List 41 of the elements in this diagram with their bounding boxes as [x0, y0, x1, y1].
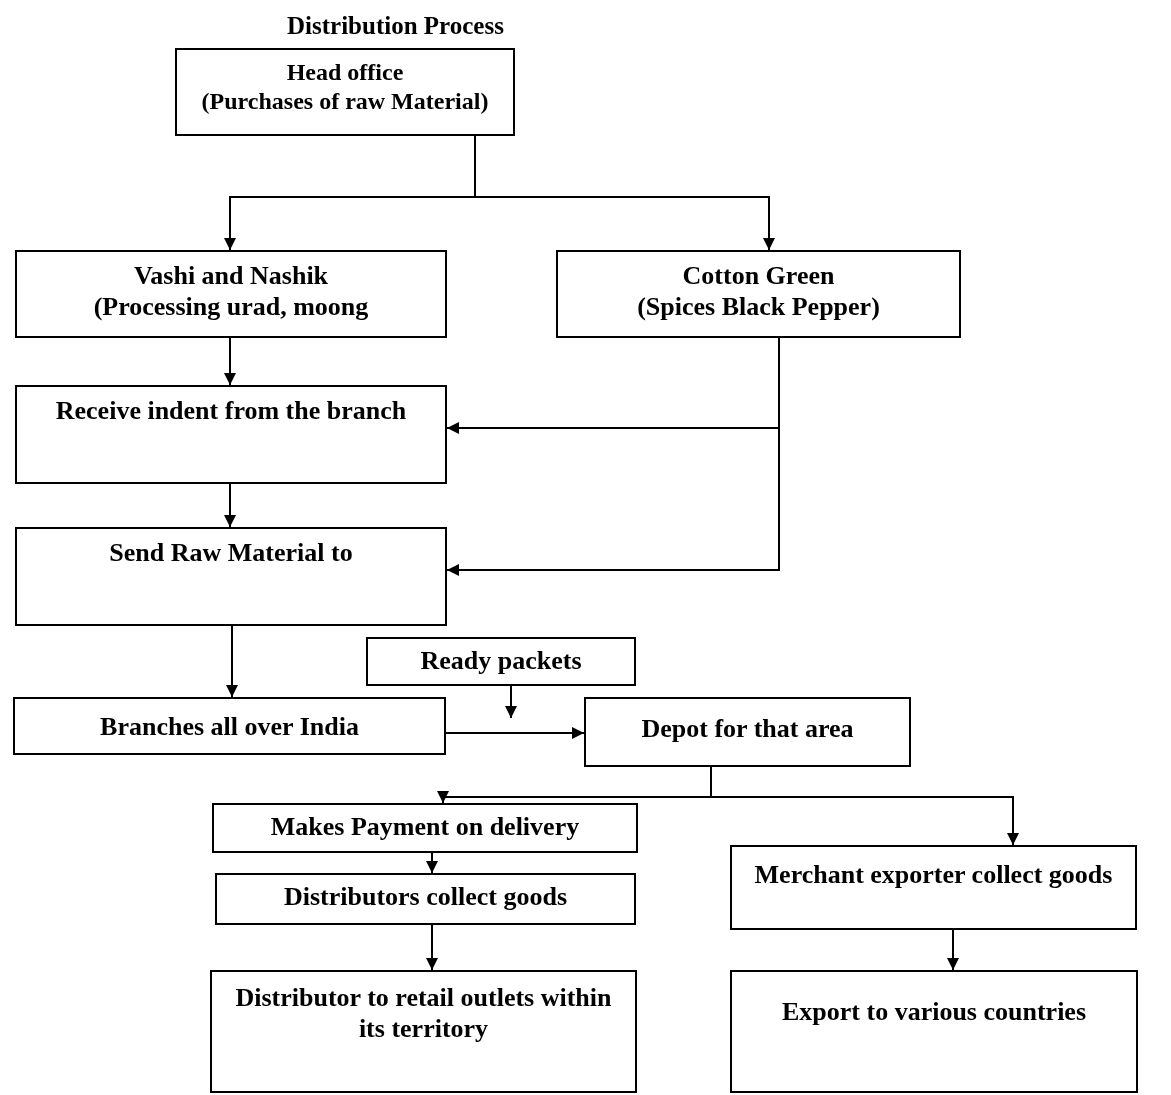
- box-text: Distributors collect goods: [283, 881, 568, 913]
- box-text: Makes Payment on delivery: [270, 811, 580, 843]
- diagram-title: Distribution Process: [287, 12, 504, 40]
- process-box: [15, 250, 447, 338]
- box-text: Head office: [286, 58, 404, 87]
- process-box: [366, 637, 636, 686]
- box-text: (Spices Black Pepper): [637, 291, 880, 323]
- box-text: Export to various countries: [781, 996, 1086, 1028]
- box-text: (Processing urad, moong: [93, 291, 369, 323]
- process-box: [730, 845, 1137, 930]
- arrow: [710, 766, 1019, 846]
- arrow: [947, 929, 959, 971]
- box-text: (Purchases of raw Material): [201, 86, 489, 116]
- box-text: Ready packets: [420, 645, 582, 677]
- process-box: [13, 697, 446, 755]
- box-text: Branches all over India: [100, 711, 359, 743]
- arrow: [426, 924, 438, 971]
- arrow: [224, 337, 236, 386]
- process-box: [212, 803, 638, 853]
- box-text: Depot for that area: [641, 713, 854, 745]
- arrow: [474, 135, 775, 251]
- arrow: [224, 483, 236, 528]
- process-box: [730, 970, 1138, 1093]
- arrow: [446, 337, 780, 576]
- process-box: [584, 697, 911, 767]
- arrow: [505, 685, 517, 719]
- box-text: Cotton Green: [682, 260, 835, 292]
- arrow: [445, 727, 585, 739]
- process-box: [210, 970, 637, 1093]
- process-box: [15, 385, 447, 484]
- process-box: [556, 250, 961, 338]
- process-box: [175, 48, 515, 136]
- process-box: [215, 873, 636, 925]
- box-text: Vashi and Nashik: [133, 260, 329, 292]
- box-text: Receive indent from the branch: [55, 395, 407, 427]
- process-box: [15, 527, 447, 626]
- arrow: [426, 852, 438, 874]
- box-text: Send Raw Material to: [109, 537, 353, 569]
- box-text: Distributor to retail outlets within its territory: [234, 982, 613, 1045]
- arrow: [226, 625, 238, 698]
- box-text: Merchant exporter collect goods: [754, 859, 1113, 891]
